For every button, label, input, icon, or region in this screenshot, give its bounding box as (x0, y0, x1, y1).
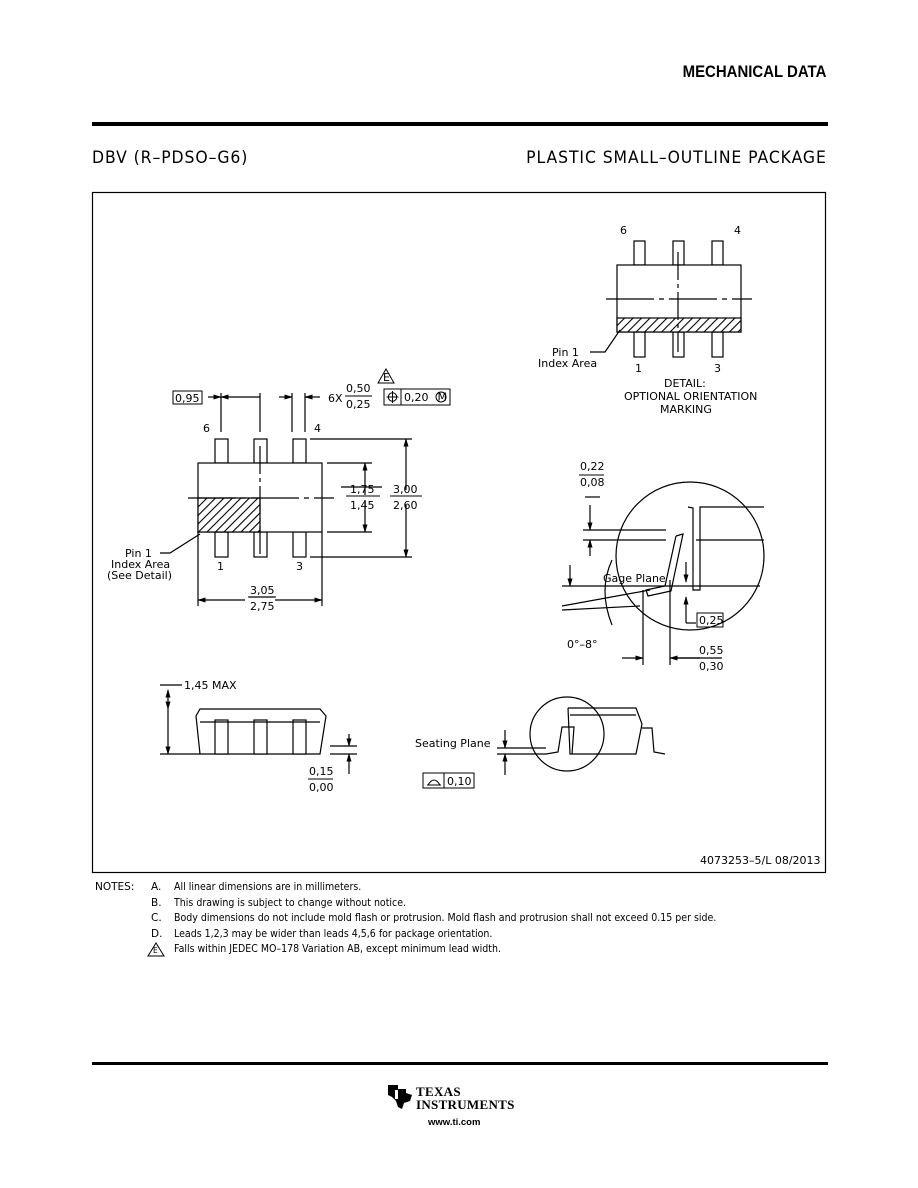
body-width-max: 1,75 (350, 483, 375, 496)
seating-plane-label: Seating Plane (415, 737, 491, 750)
pitch-dimension: 0,95 (175, 392, 200, 405)
standoff-max: 0,15 (309, 765, 334, 778)
detail-pin6-label: 6 (620, 224, 627, 237)
note-e-flag-icon (377, 367, 395, 384)
note-letter: D. (151, 927, 163, 940)
note-letter: B. (151, 896, 162, 909)
note-text: All linear dimensions are in millimeters… (174, 881, 362, 893)
detail-pin1-label: 1 (635, 362, 642, 375)
position-tolerance-value: 0,20 (404, 391, 429, 404)
ti-wordmark-line2: INSTRUMENTS (416, 1097, 515, 1112)
main-pin4-label: 4 (314, 422, 321, 435)
detail-view (590, 240, 752, 358)
main-pin1-label: 1 (217, 560, 224, 573)
notes-section: NOTES: A. All linear dimensions are in m… (95, 880, 777, 958)
package-name: PLASTIC SMALL–OUTLINE PACKAGE (526, 148, 827, 168)
note-letter: A. (151, 881, 162, 893)
foot-length-min: 0,30 (699, 660, 724, 673)
lead-angle: 0°–8° (567, 638, 598, 651)
page-header-title: MECHANICAL DATA (682, 62, 826, 81)
lead-thickness-min: 0,08 (580, 476, 605, 489)
note-e-flag-letter: E (383, 371, 390, 384)
body-length-min: 2,75 (250, 600, 275, 613)
main-top-view (160, 393, 412, 606)
package-code: DBV (R–PDSO–G6) (92, 148, 249, 168)
note-text: Leads 1,2,3 may be wider than leads 4,5,… (174, 927, 493, 940)
main-pin1-text-c: (See Detail) (107, 569, 172, 582)
note-row-a: NOTES: A. All linear dimensions are in m… (95, 880, 777, 896)
note-text: This drawing is subject to change withou… (174, 896, 407, 909)
notes-heading: NOTES: (95, 881, 135, 893)
note-text: Body dimensions do not include mold flas… (174, 912, 717, 924)
note-e-triangle-icon (147, 942, 165, 957)
standoff-min: 0,00 (309, 781, 334, 794)
detail-caption-a: DETAIL: (664, 377, 706, 390)
drawing-frame (91, 191, 827, 874)
coplanarity-value: 0,10 (447, 775, 472, 788)
detail-pin1-text-b: Index Area (538, 357, 597, 370)
total-width-max: 3,00 (393, 483, 418, 496)
detail-pin4-label: 4 (734, 224, 741, 237)
position-tolerance-frame (383, 388, 451, 406)
header-rule (92, 122, 828, 126)
height-max: 1,45 MAX (184, 679, 237, 692)
detail-caption-c: MARKING (660, 403, 712, 416)
note-row-b: B. This drawing is subject to change wit… (95, 896, 777, 912)
total-width-min: 2,60 (393, 499, 418, 512)
note-row-c: C. Body dimensions do not include mold f… (95, 911, 777, 927)
detail-caption-b: OPTIONAL ORIENTATION (624, 390, 757, 403)
note-letter: C. (151, 912, 162, 924)
ti-wordmark: TEXAS INSTRUMENTS (416, 1085, 515, 1111)
ti-url[interactable]: www.ti.com (428, 1117, 481, 1128)
seating-plane-view (497, 696, 666, 775)
ti-state-icon (388, 1085, 412, 1109)
detail-pin1-text-a: Pin 1 (552, 346, 579, 359)
body-width-min: 1,45 (350, 499, 375, 512)
note-letter: E (153, 946, 158, 955)
lead-detail-view (561, 481, 765, 665)
main-pin3-label: 3 (296, 560, 303, 573)
note-text: Falls within JEDEC MO–178 Variation AB, … (174, 943, 501, 955)
note-e-flag: E (147, 942, 174, 958)
lead-count: 6X (328, 392, 343, 405)
main-pin1-text-b: Index Area (111, 558, 170, 571)
side-view (160, 684, 357, 774)
note-row-d: D. Leads 1,2,3 may be wider than leads 4… (95, 927, 777, 943)
lead-width-max: 0,50 (346, 382, 371, 395)
coplanarity-frame (422, 772, 475, 789)
body-length-max: 3,05 (250, 584, 275, 597)
footer-rule (92, 1062, 828, 1065)
detail-pin3-label: 3 (714, 362, 721, 375)
main-pin6-label: 6 (203, 422, 210, 435)
gage-plane-label: Gage Plane (603, 572, 666, 585)
ti-logo: TEXAS INSTRUMENTS www.ti.com (386, 1081, 536, 1131)
position-tolerance-modifier: M (438, 391, 448, 404)
lead-width-min: 0,25 (346, 398, 371, 411)
lead-thickness-max: 0,22 (580, 460, 605, 473)
main-pin1-text-a: Pin 1 (125, 547, 152, 560)
note-row-e: E Falls within JEDEC MO–178 Variation AB… (95, 942, 777, 958)
gage-distance: 0,25 (699, 614, 724, 627)
foot-length-max: 0,55 (699, 644, 724, 657)
ti-wordmark-line1: TEXAS (416, 1084, 461, 1099)
drawing-number: 4073253–5/L 08/2013 (700, 854, 821, 867)
